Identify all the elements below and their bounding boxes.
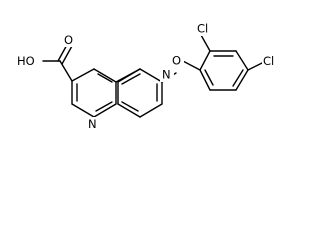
- chemical-structure-diagram: HO O N N O Cl Cl: [16, 21, 279, 131]
- pyridine-ring-left: [71, 68, 117, 118]
- atom-label-chlorine-ortho: Cl: [197, 22, 208, 36]
- atom-label-ether-oxygen: O: [172, 54, 181, 68]
- bond: [117, 103, 141, 118]
- bond: [200, 34, 211, 52]
- carboxylic-acid-group: [42, 42, 73, 82]
- bond: [199, 50, 211, 71]
- bond: [95, 101, 113, 112]
- bond: [71, 103, 95, 118]
- atom-label-chlorine-para: Cl: [263, 54, 274, 68]
- bond: [139, 68, 163, 83]
- bond: [97, 73, 113, 83]
- bond: [117, 68, 141, 83]
- bond: [232, 69, 244, 87]
- bond: [199, 69, 211, 91]
- bond: [247, 61, 265, 71]
- bond: [71, 68, 95, 82]
- bond: [93, 68, 117, 83]
- bond: [204, 69, 214, 86]
- atom-label-pyridine-nitrogen-left: N: [88, 117, 97, 131]
- bond: [121, 101, 139, 112]
- atom-label-hydroxyl: HO: [17, 54, 35, 68]
- bond: [139, 103, 163, 118]
- atom-labels: HO O N N O Cl Cl: [16, 22, 279, 131]
- bond: [235, 69, 249, 91]
- atom-label-pyridine-nitrogen-right: N: [162, 68, 171, 82]
- bond: [93, 103, 117, 118]
- bond: [121, 73, 141, 85]
- bond: [235, 50, 249, 71]
- atom-label-carbonyl-oxygen: O: [64, 33, 73, 47]
- ether-bond: [180, 59, 201, 71]
- dichlorophenyl-ring: [199, 34, 265, 91]
- bond: [61, 45, 73, 65]
